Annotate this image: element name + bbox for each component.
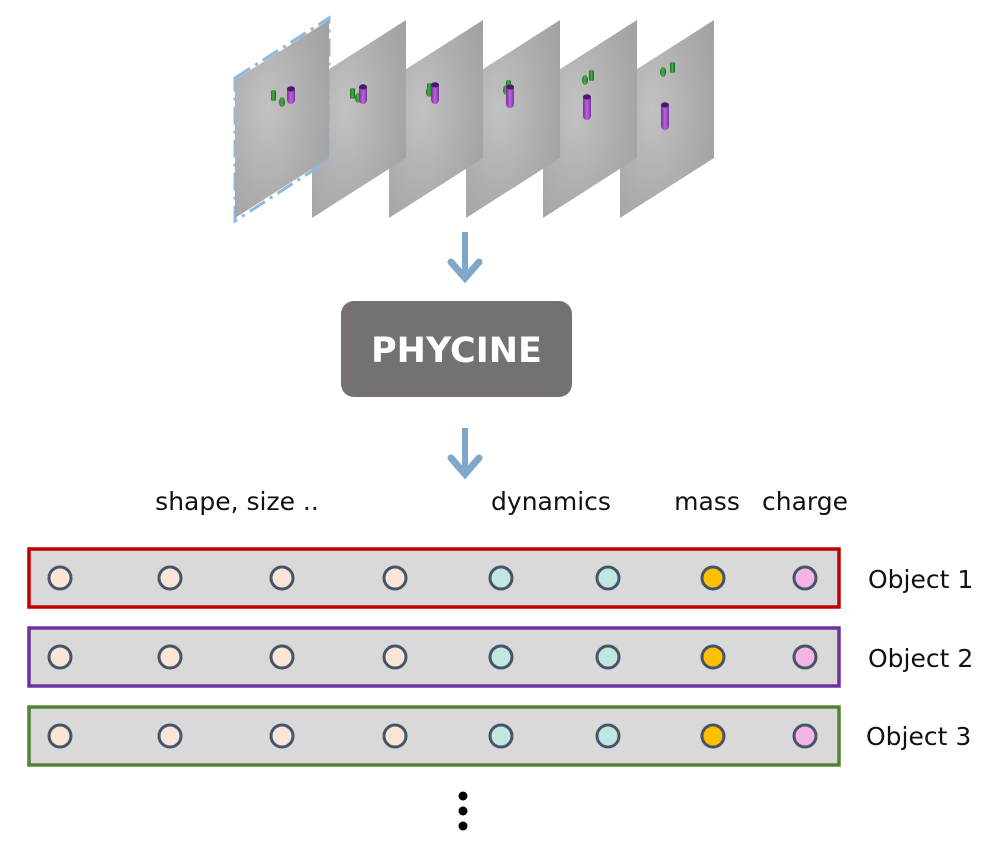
green-object [670,62,675,73]
frame-surface [543,20,637,218]
header-mass: mass [674,487,740,516]
frame-surface [389,20,483,218]
object-label: Object 2 [868,644,973,673]
more-objects-ellipsis-icon [458,791,468,831]
object-row [27,626,841,688]
green-object [660,67,666,77]
latent-slot-shape-size [269,723,295,749]
latent-slot-dynamics [488,644,514,670]
header-charge: charge [762,487,848,516]
model-title: PHYCINE [371,331,542,371]
latent-slot-shape-size [382,565,408,591]
purple-cylinder-top [287,86,295,92]
latent-slot-shape-size [157,723,183,749]
latent-slot-mass [700,644,726,670]
property-headers: shape, size .. dynamics mass charge [155,487,848,516]
latent-slot-charge [792,644,818,670]
purple-cylinder [583,94,591,120]
latent-slot-charge [792,723,818,749]
video-frame [543,20,637,218]
latent-slot-dynamics [488,723,514,749]
latent-slot-shape-size [47,565,73,591]
purple-cylinder-top [359,84,367,90]
video-frame [620,20,714,218]
latent-slot-dynamics [595,644,621,670]
latent-slot-shape-size [157,565,183,591]
latent-slot-shape-size [382,723,408,749]
frame-surface [312,20,406,218]
ellipsis-dot [458,821,468,831]
purple-cylinder-top [661,102,669,108]
purple-cylinder-top [506,84,514,90]
arrow-head [447,258,483,284]
latent-slot-shape-size [47,644,73,670]
header-dynamics: dynamics [491,487,611,516]
green-object [589,70,594,81]
green-object [582,75,588,85]
phycine-model-box: PHYCINE [341,301,572,397]
green-object [279,97,285,107]
header-shape-size: shape, size .. [155,487,319,516]
latent-slot-shape-size [269,565,295,591]
video-frames-stack [233,15,714,224]
latent-slot-mass [700,565,726,591]
purple-cylinder [661,102,669,130]
object-row [27,705,841,767]
purple-cylinder [431,82,439,104]
down-arrow-icon [447,232,483,284]
purple-cylinder-top [583,94,591,100]
green-object [426,87,432,97]
video-frame [233,15,331,224]
frame-surface [466,20,560,218]
latent-slot-mass [700,723,726,749]
frame-surface [235,20,329,218]
down-arrow-icon [447,428,483,480]
ellipsis-dot [458,791,468,801]
green-object [271,90,276,101]
object-representation-rows: Object 1 Object 2 Object 3 [27,547,973,767]
object-label: Object 3 [866,722,971,751]
arrow-head [447,454,483,480]
object-row [27,547,841,609]
video-frame [312,20,406,218]
purple-cylinder [506,84,514,108]
latent-slot-dynamics [488,565,514,591]
latent-slot-shape-size [47,723,73,749]
purple-cylinder-top [431,82,439,88]
latent-slot-dynamics [595,565,621,591]
latent-slot-dynamics [595,723,621,749]
latent-slot-charge [792,565,818,591]
latent-slot-shape-size [157,644,183,670]
object-label: Object 1 [868,565,973,594]
green-object [350,88,355,99]
latent-slot-shape-size [382,644,408,670]
video-frame [466,20,560,218]
latent-slot-shape-size [269,644,295,670]
video-frame [389,20,483,218]
ellipsis-dot [458,806,468,816]
